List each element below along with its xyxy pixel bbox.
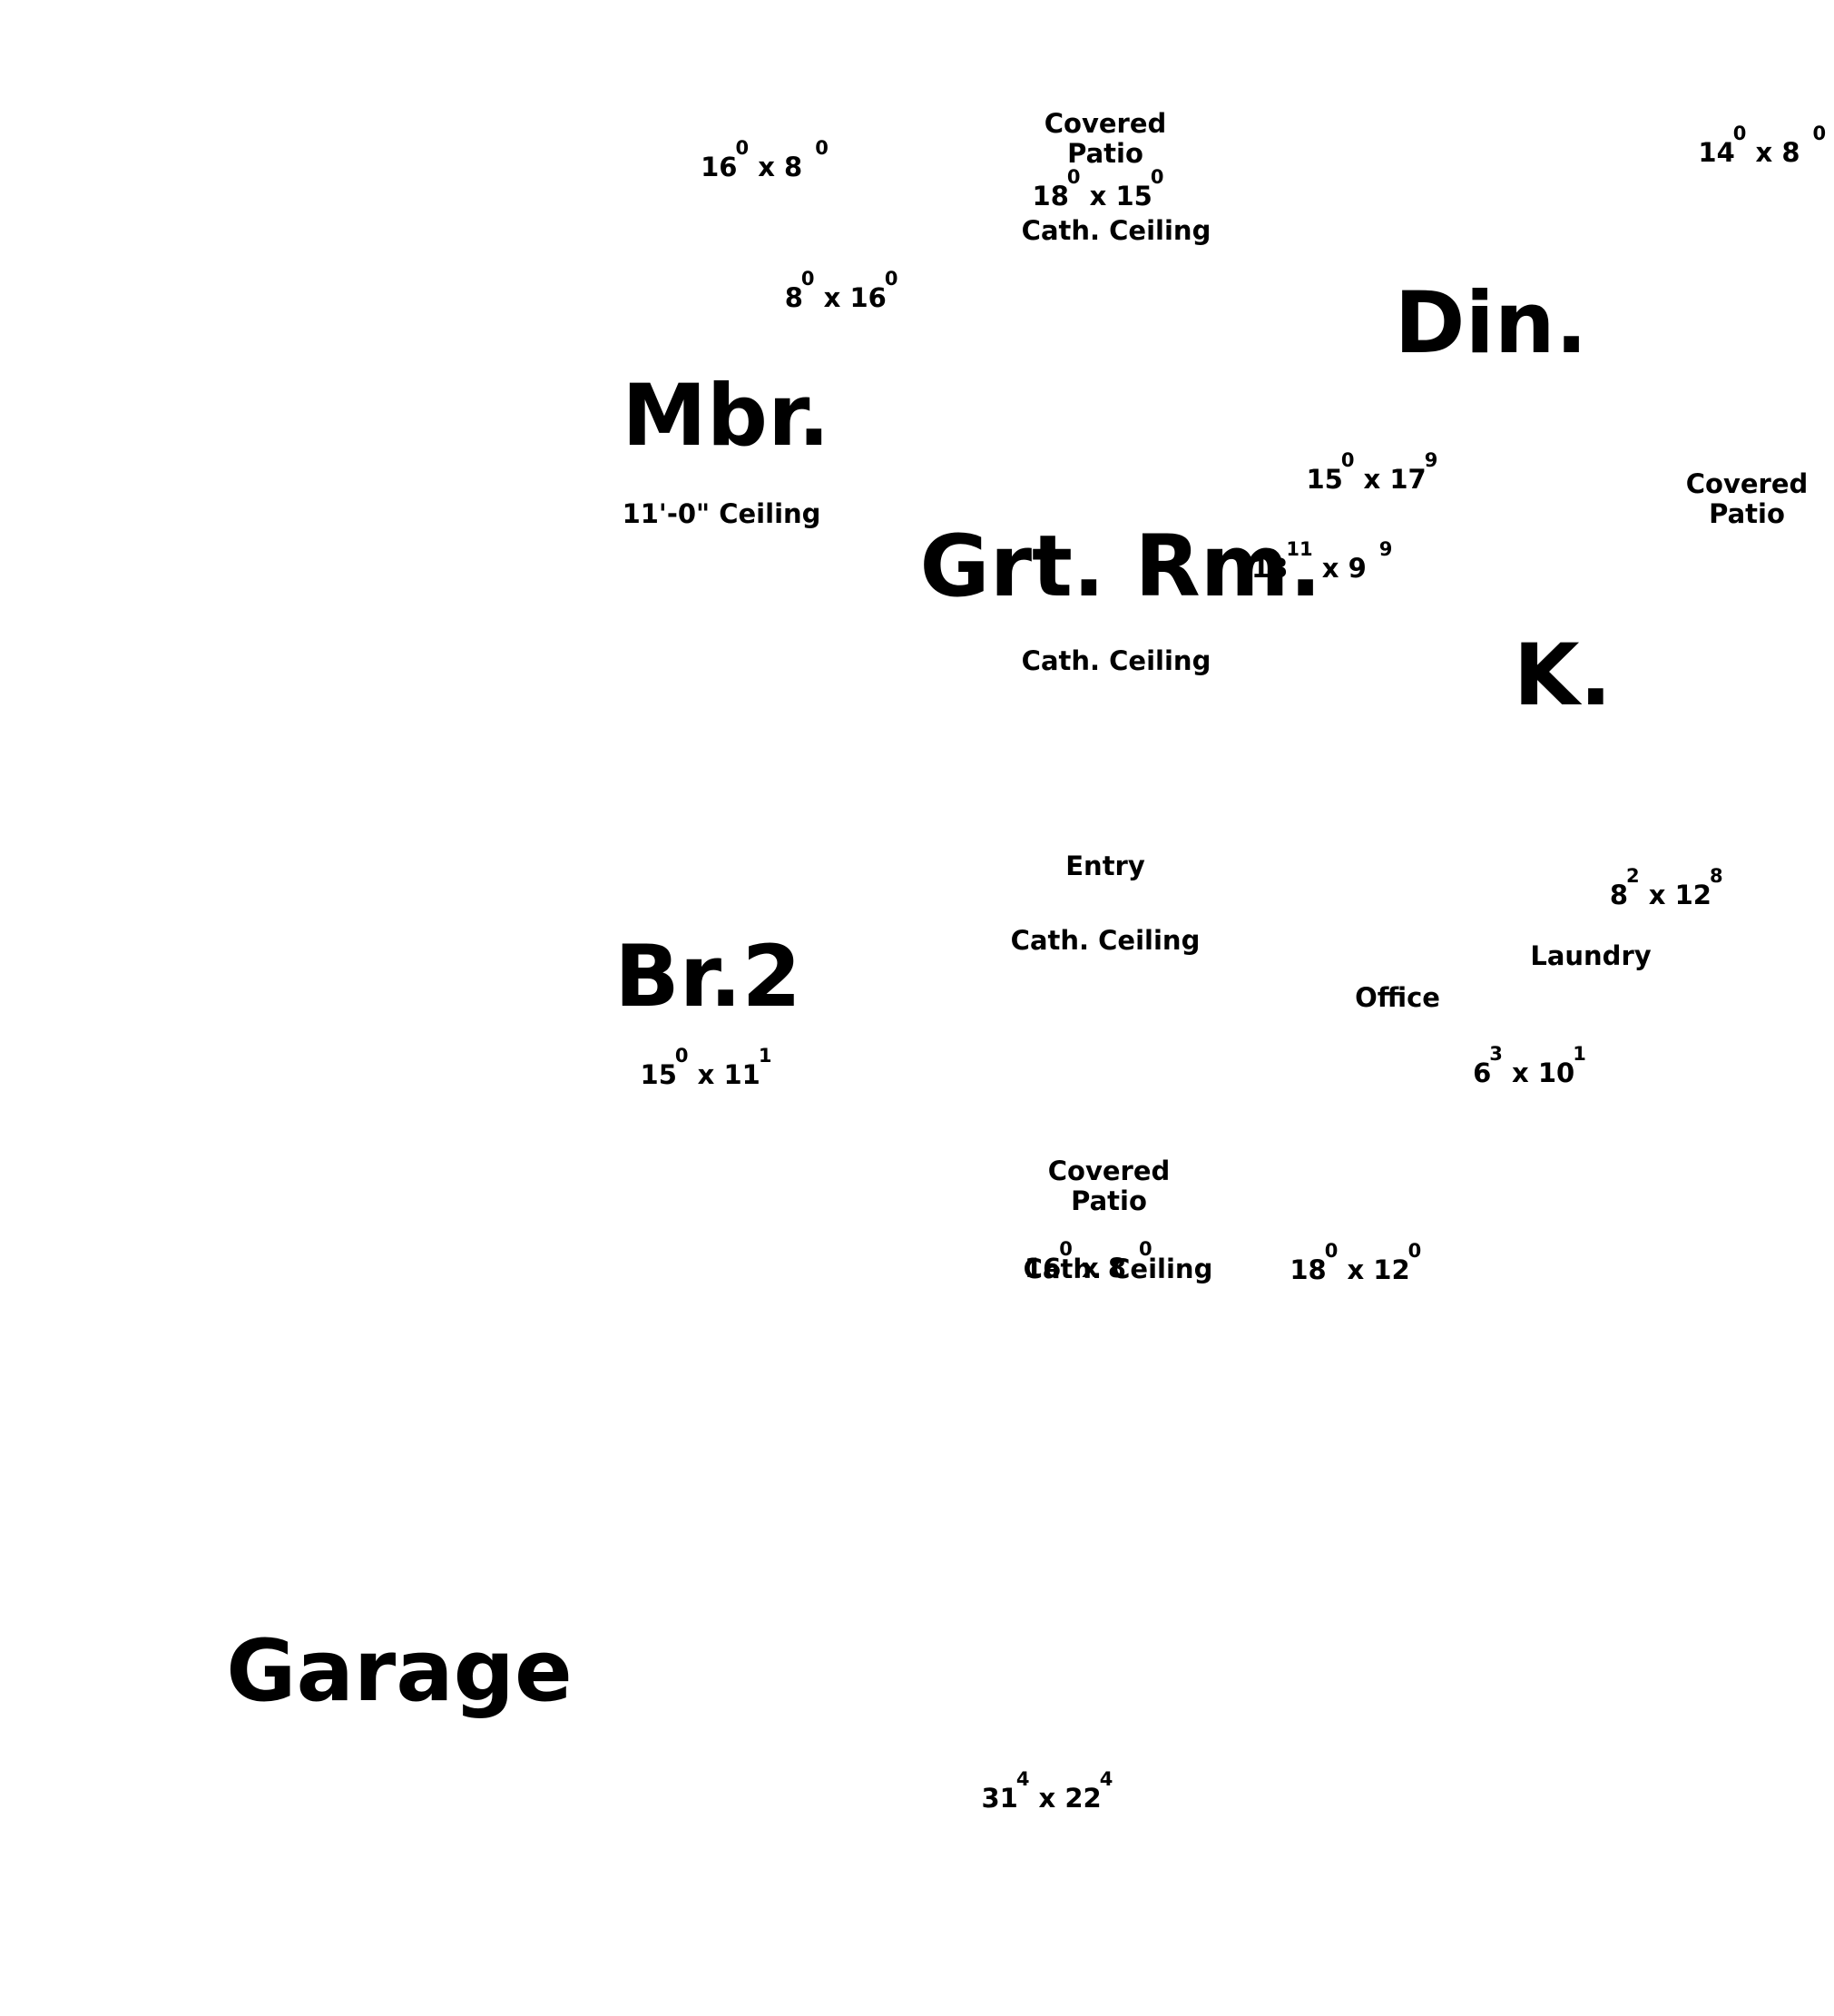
room-dimensions: 180 x 120 xyxy=(1290,1240,1422,1286)
entry-name: Entry xyxy=(1065,851,1145,881)
great-room-name: Grt. Rm. xyxy=(919,517,1322,616)
room-dimensions: 160 x 80 xyxy=(701,137,829,182)
dining-room-name: Din. xyxy=(1394,274,1588,373)
covered-patio-top-label: Covered Patio xyxy=(1044,108,1167,170)
room-name: Patio xyxy=(1071,1185,1147,1217)
kitchen-name: K. xyxy=(1513,626,1613,725)
ceiling-note: Cath. Ceiling xyxy=(1023,1254,1213,1284)
room-name: Patio xyxy=(1709,498,1785,530)
room-dimensions: 314 x 224 xyxy=(981,1768,1113,1814)
laundry-name: Laundry xyxy=(1530,940,1652,971)
master-bedroom-name: Mbr. xyxy=(622,367,830,466)
room-dimensions: 82 x 128 xyxy=(1609,865,1723,910)
garage-name: Garage xyxy=(226,1622,573,1721)
covered-patio-right-label: Covered Patio xyxy=(1685,468,1809,530)
room-name: Covered xyxy=(1047,1156,1171,1186)
room-dimensions: 150 x 111 xyxy=(640,1045,772,1091)
covered-patio-bottom-label: Covered Patio xyxy=(1048,1156,1171,1217)
room-dimensions: 63 x 101 xyxy=(1473,1043,1586,1089)
room-dimensions: 150 x 179 xyxy=(1306,449,1438,495)
room-dimensions: 140 x 80 xyxy=(1698,123,1827,168)
room-name: Patio xyxy=(1067,138,1143,170)
room-dimensions: 160 x 80 xyxy=(1024,1238,1152,1284)
room-dimensions: 1311 x 99 xyxy=(1251,538,1393,584)
room-dimensions: 180 x 150 xyxy=(1032,166,1164,211)
room-dimensions: 80 x 160 xyxy=(784,268,898,313)
ceiling-note: Cath. Ceiling xyxy=(1010,925,1201,956)
room-name: Covered xyxy=(1044,108,1167,139)
ceiling-note: Cath. Ceiling xyxy=(1021,215,1211,246)
office-name: Office xyxy=(1355,982,1440,1013)
room-name: Covered xyxy=(1685,468,1809,499)
ceiling-note: Cath. Ceiling xyxy=(1021,645,1211,676)
ceiling-note: 11'-0" Ceiling xyxy=(622,498,821,529)
bedroom-2-name: Br.2 xyxy=(614,928,801,1027)
